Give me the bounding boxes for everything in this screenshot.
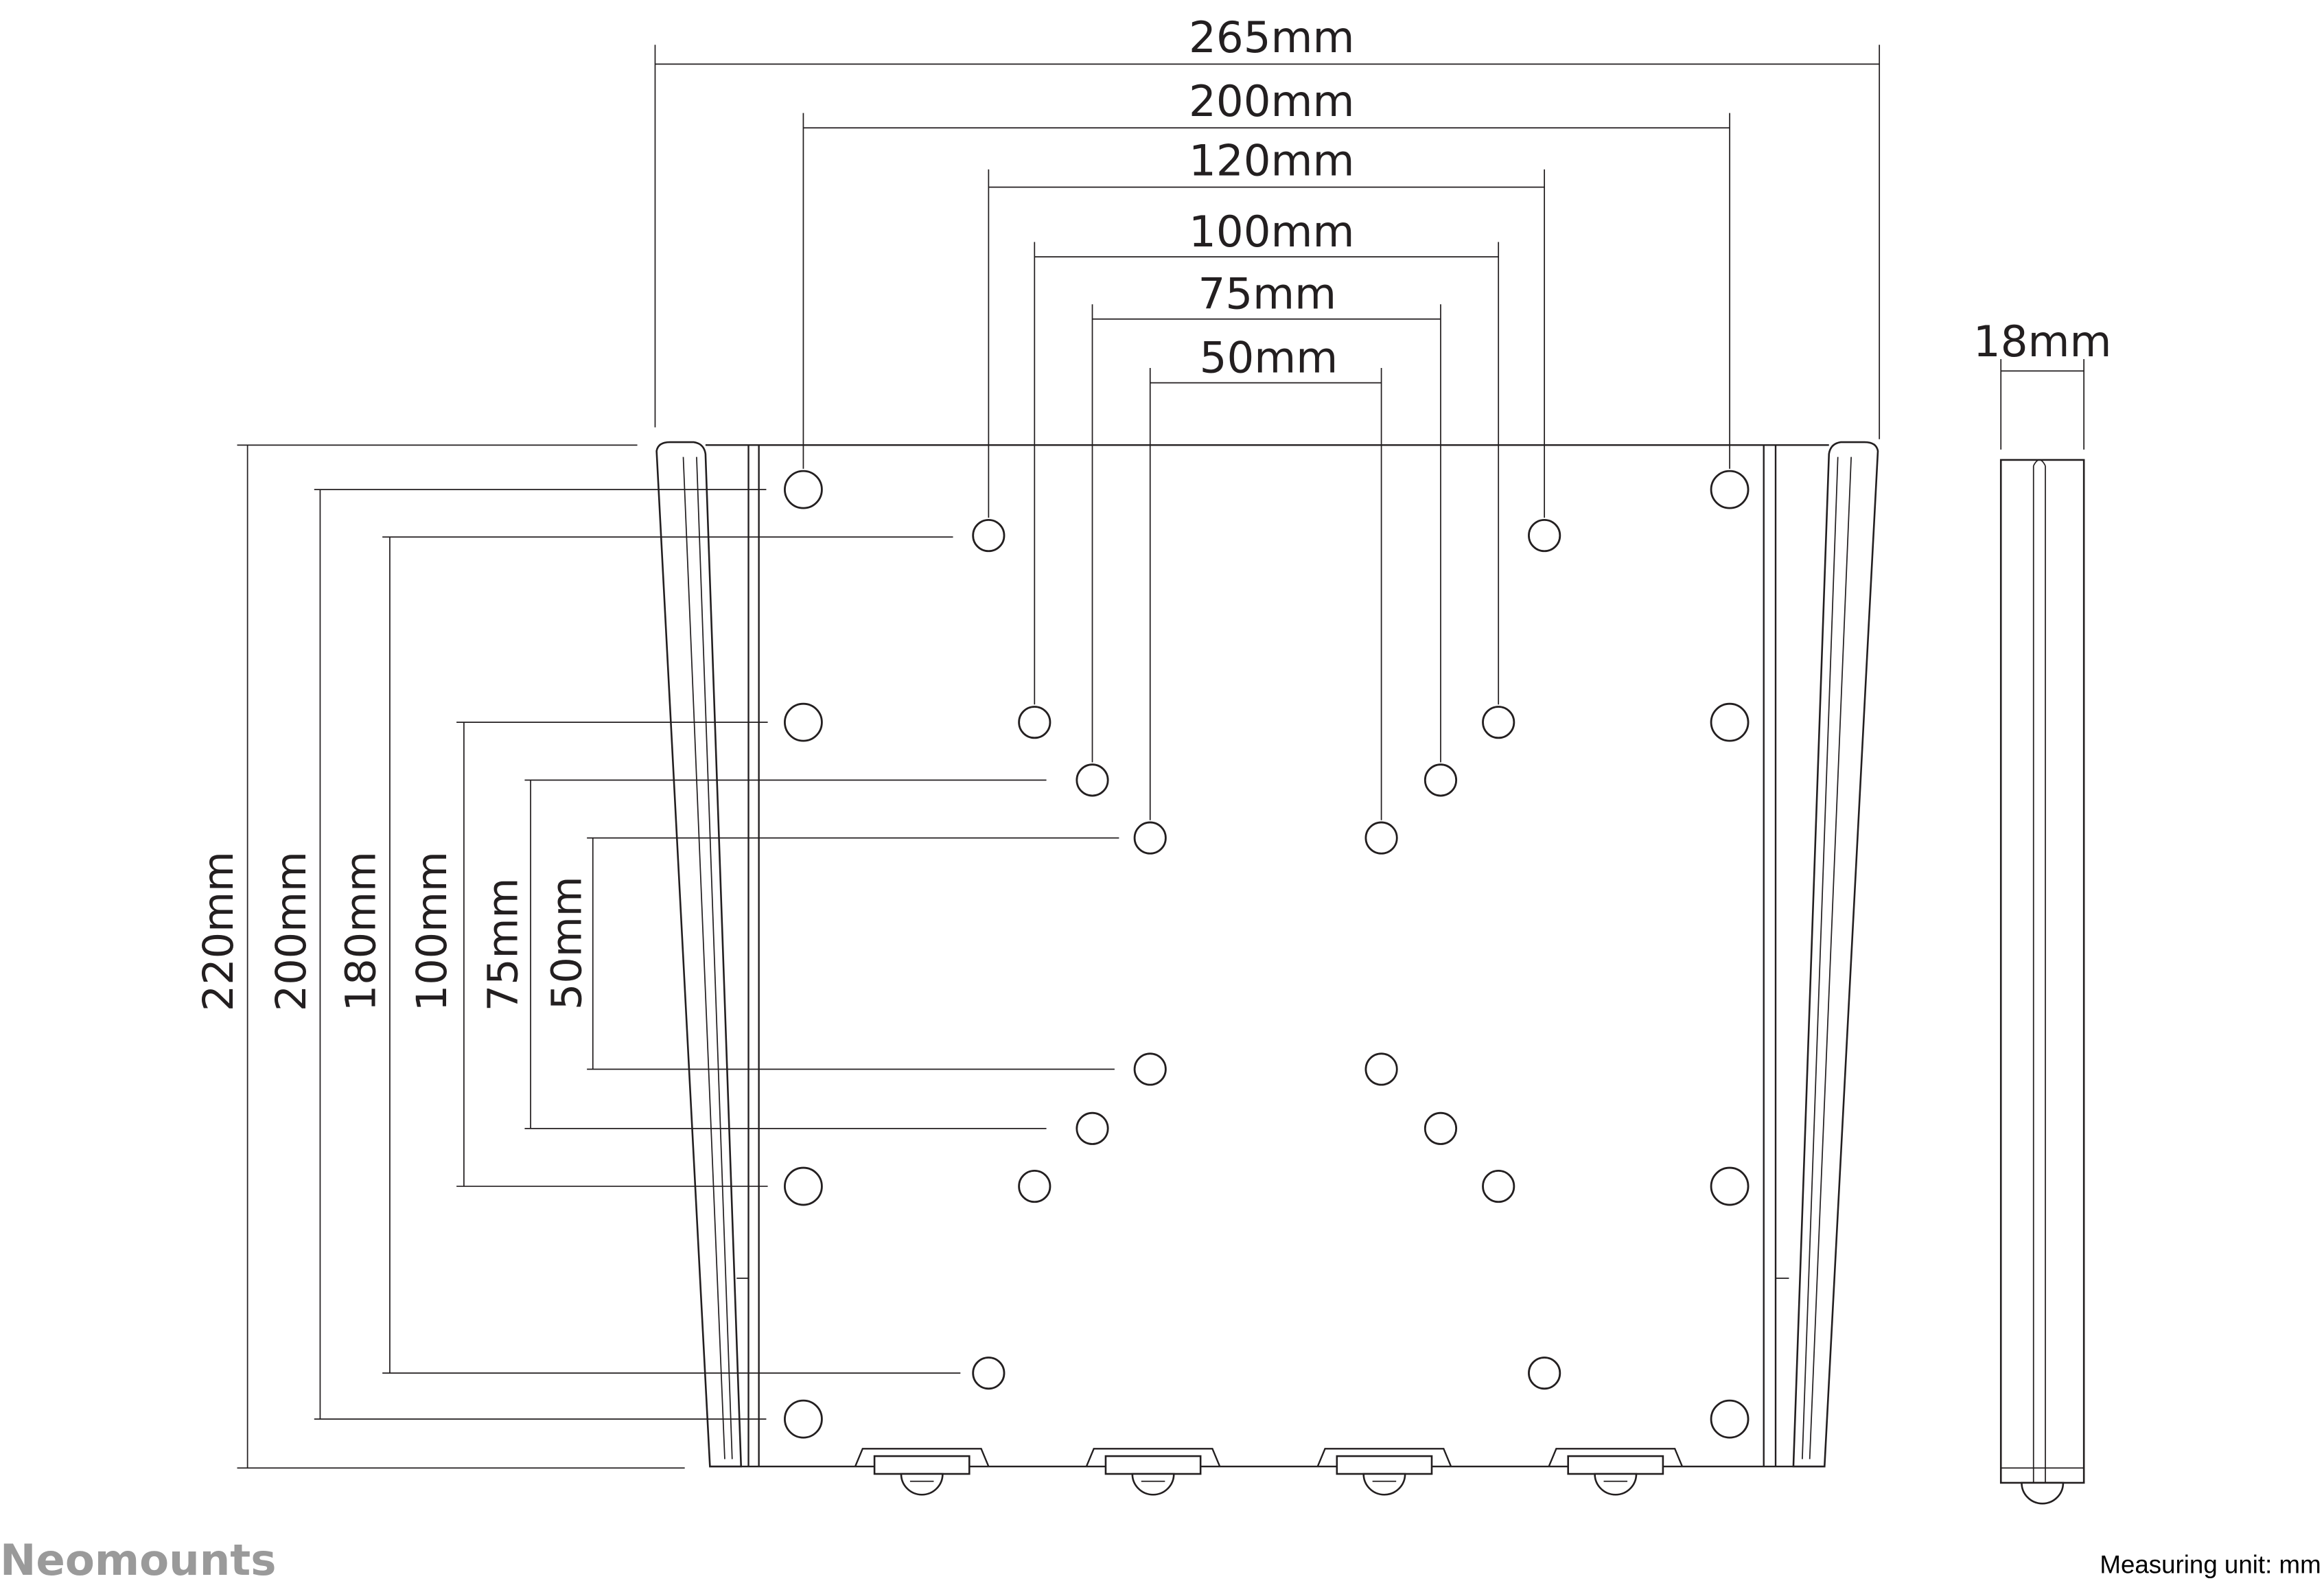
measuring-unit-note: Measuring unit: mm xyxy=(2100,1551,2321,1579)
height-dim-200: 200mm xyxy=(268,489,767,1420)
dimension-label: 200mm xyxy=(1189,76,1354,126)
hole-50-bottom-left xyxy=(1133,1052,1167,1086)
side-profile-top-fold xyxy=(2032,459,2046,466)
dimension-label: 200mm xyxy=(268,851,316,1011)
right-bracket-fold-line xyxy=(1809,457,1852,1459)
hole-120-top-left xyxy=(972,518,1006,553)
hole-200-bottom-right xyxy=(1710,1399,1750,1439)
side-profile-outline xyxy=(1999,459,2085,1484)
dimension-label: 100mm xyxy=(1189,207,1354,257)
hole-200-lower-right xyxy=(1710,1166,1750,1206)
tab-notch xyxy=(1548,1448,1684,1467)
tab-screw-head xyxy=(900,1473,944,1496)
height-dim-50: 50mm xyxy=(544,837,1119,1070)
dimension-label: 75mm xyxy=(480,878,528,1012)
hole-200-top-left xyxy=(784,470,823,509)
left-bracket-outline xyxy=(655,441,743,1468)
dimension-label: 220mm xyxy=(195,851,243,1011)
hole-200-upper-left xyxy=(784,702,823,742)
tab-body xyxy=(873,1455,971,1475)
tab-notch xyxy=(1316,1448,1452,1467)
width-dim-100: 100mm xyxy=(1034,207,1500,705)
hole-120-top-right xyxy=(1528,518,1561,553)
hole-75-top-left xyxy=(1076,763,1109,797)
brand-logo: Neomounts xyxy=(0,1535,276,1581)
dimension-label: 75mm xyxy=(1198,269,1336,319)
hole-100-top-right xyxy=(1482,706,1515,739)
height-dim-75: 75mm xyxy=(480,779,1047,1129)
hole-200-upper-right xyxy=(1710,702,1750,742)
right-bracket-inner-line xyxy=(1802,457,1839,1459)
hole-100-bottom-right xyxy=(1482,1169,1515,1203)
left-bracket xyxy=(655,441,749,1468)
side-profile-screw-head xyxy=(2021,1481,2065,1505)
dimension-label: 18mm xyxy=(1973,316,2112,367)
tab-screw-head xyxy=(1594,1473,1638,1496)
dimension-label: 265mm xyxy=(1189,12,1354,62)
dimension-label: 50mm xyxy=(544,876,592,1010)
bottom-tab-3 xyxy=(1316,1448,1452,1496)
hole-75-bottom-right xyxy=(1424,1111,1458,1145)
dimension-label: 100mm xyxy=(408,851,456,1011)
hole-120-bottom-right xyxy=(1528,1357,1561,1390)
hole-50-top-left xyxy=(1133,821,1167,855)
hole-100-bottom-left xyxy=(1018,1169,1051,1203)
width-dim-50: 50mm xyxy=(1149,333,1382,820)
hole-50-top-right xyxy=(1364,821,1398,855)
dimension-label: 120mm xyxy=(1189,135,1354,185)
hole-200-bottom-left xyxy=(784,1399,823,1439)
tab-body xyxy=(1104,1455,1202,1475)
depth-dimension: 18mm xyxy=(1973,316,2112,450)
bottom-tabs xyxy=(854,1448,1684,1496)
width-dim-200: 200mm xyxy=(802,76,1730,469)
hole-100-top-left xyxy=(1018,706,1051,739)
dimension-label: 50mm xyxy=(1200,333,1338,383)
tab-screw-head xyxy=(1131,1473,1175,1496)
width-dim-overall: 265mm xyxy=(654,12,1881,439)
width-dimensions: 265mm 200mm 120mm 100mm 75mm xyxy=(654,12,1881,820)
tab-screw-head xyxy=(1362,1473,1406,1496)
hole-120-bottom-left xyxy=(972,1357,1006,1390)
right-bracket xyxy=(1776,441,1879,1468)
height-dim-overall: 220mm xyxy=(195,444,685,1469)
hole-200-top-right xyxy=(1710,470,1750,509)
hole-75-bottom-left xyxy=(1076,1111,1109,1145)
hole-50-bottom-right xyxy=(1364,1052,1398,1086)
dimension-label: 180mm xyxy=(337,851,385,1011)
bottom-tab-1 xyxy=(854,1448,990,1496)
tab-body xyxy=(1336,1455,1433,1475)
width-dim-120: 120mm xyxy=(988,135,1545,518)
height-dim-100: 100mm xyxy=(408,722,768,1187)
tab-body xyxy=(1567,1455,1664,1475)
bottom-tab-4 xyxy=(1548,1448,1684,1496)
hole-75-top-right xyxy=(1424,763,1458,797)
tab-notch xyxy=(854,1448,990,1467)
front-view xyxy=(655,441,1879,1496)
right-bracket-outline xyxy=(1792,441,1879,1468)
height-dimensions: 220mm 200mm 180mm 100mm 75mm xyxy=(195,444,1119,1469)
mounting-holes xyxy=(784,470,1750,1439)
mounting-plate xyxy=(705,444,1829,1468)
left-bracket-inner-line xyxy=(696,457,733,1459)
width-dim-75: 75mm xyxy=(1091,269,1441,763)
tab-notch xyxy=(1085,1448,1221,1467)
hole-200-lower-left xyxy=(784,1166,823,1206)
left-bracket-fold-line xyxy=(682,457,725,1459)
side-view: 18mm xyxy=(1973,316,2112,1505)
height-dim-180: 180mm xyxy=(337,536,961,1374)
bottom-tab-2 xyxy=(1085,1448,1221,1496)
